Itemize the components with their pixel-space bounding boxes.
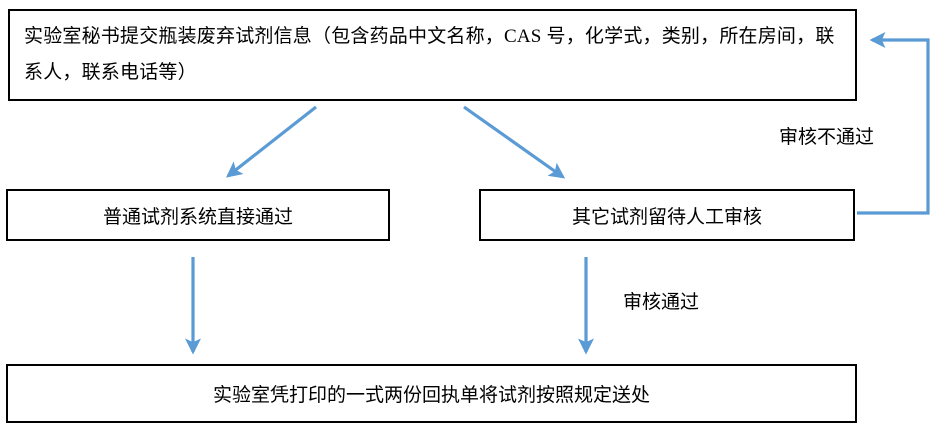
arrow-submit-to-auto-pass bbox=[225, 105, 317, 178]
node-submit-info[interactable]: 实验室秘书提交瓶装废弃试剂信息（包含药品中文名称，CAS 号，化学式，类别，所在… bbox=[8, 9, 857, 101]
arrow-submit-to-manual-review bbox=[463, 105, 566, 179]
node-submit-info-label: 实验室秘书提交瓶装废弃试剂信息（包含药品中文名称，CAS 号，化学式，类别，所在… bbox=[24, 26, 835, 83]
edge-label-review-pass: 审核通过 bbox=[623, 292, 700, 313]
node-auto-pass-label: 普通试剂系统直接通过 bbox=[102, 206, 293, 228]
node-manual-review[interactable]: 其它试剂留待人工审核 bbox=[479, 189, 855, 241]
node-dispose[interactable]: 实验室凭打印的一式两份回执单将试剂按照规定送处 bbox=[6, 364, 857, 423]
node-manual-review-label: 其它试剂留待人工审核 bbox=[571, 206, 762, 228]
node-dispose-label: 实验室凭打印的一式两份回执单将试剂按照规定送处 bbox=[212, 385, 650, 406]
node-auto-pass[interactable]: 普通试剂系统直接通过 bbox=[6, 189, 390, 241]
edge-label-review-fail: 审核不通过 bbox=[779, 127, 875, 148]
